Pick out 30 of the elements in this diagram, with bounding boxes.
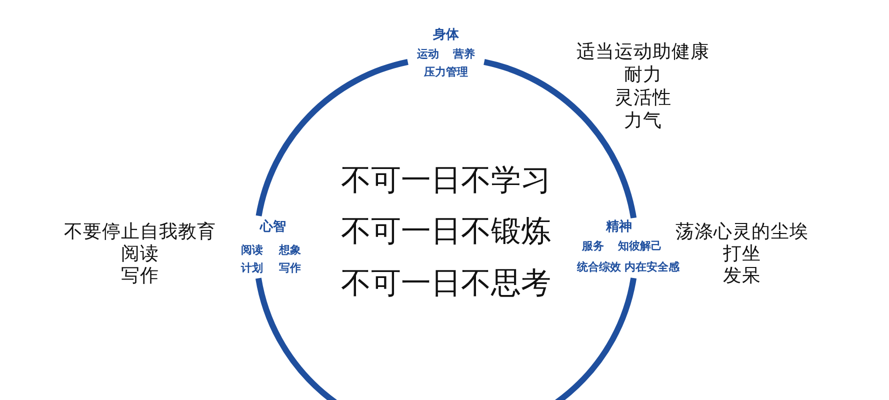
item-text: 营养 <box>453 48 475 62</box>
motto-text: 不可一日不锻炼 <box>341 214 551 250</box>
item-text: 写作 <box>279 262 301 276</box>
arc-line <box>256 277 637 400</box>
note-text: 荡涤心灵的尘埃 <box>676 221 808 243</box>
item-text: 内在安全感 <box>624 262 680 274</box>
note-text: 阅读 <box>121 243 159 265</box>
motto-text: 不可一日不思考 <box>341 266 551 302</box>
arc-line <box>483 58 637 219</box>
item-text: 运动 <box>417 48 439 62</box>
note-text: 写作 <box>121 265 159 287</box>
note-text: 力气 <box>624 110 662 132</box>
item-text: 压力管理 <box>424 66 468 80</box>
item-text: 计划 <box>241 262 263 276</box>
note-text: 适当运动助健康 <box>576 41 710 63</box>
item-text: 知彼解己 <box>618 240 662 254</box>
section-heading: 心智 <box>260 220 286 236</box>
section-heading: 精神 <box>606 220 632 236</box>
item-text: 阅读 <box>241 244 263 258</box>
note-text: 打坐 <box>723 243 761 265</box>
note-text: 耐力 <box>624 64 662 86</box>
motto-text: 不可一日不学习 <box>341 164 551 198</box>
note-text: 发呆 <box>723 265 761 287</box>
arc-line <box>256 58 409 217</box>
item-text: 统合综效 <box>577 262 621 274</box>
section-heading: 身体 <box>433 28 459 44</box>
item-text: 服务 <box>582 240 604 254</box>
note-text: 灵活性 <box>614 87 672 109</box>
note-text: 不要停止自我教育 <box>64 221 216 243</box>
item-text: 想象 <box>279 244 301 258</box>
